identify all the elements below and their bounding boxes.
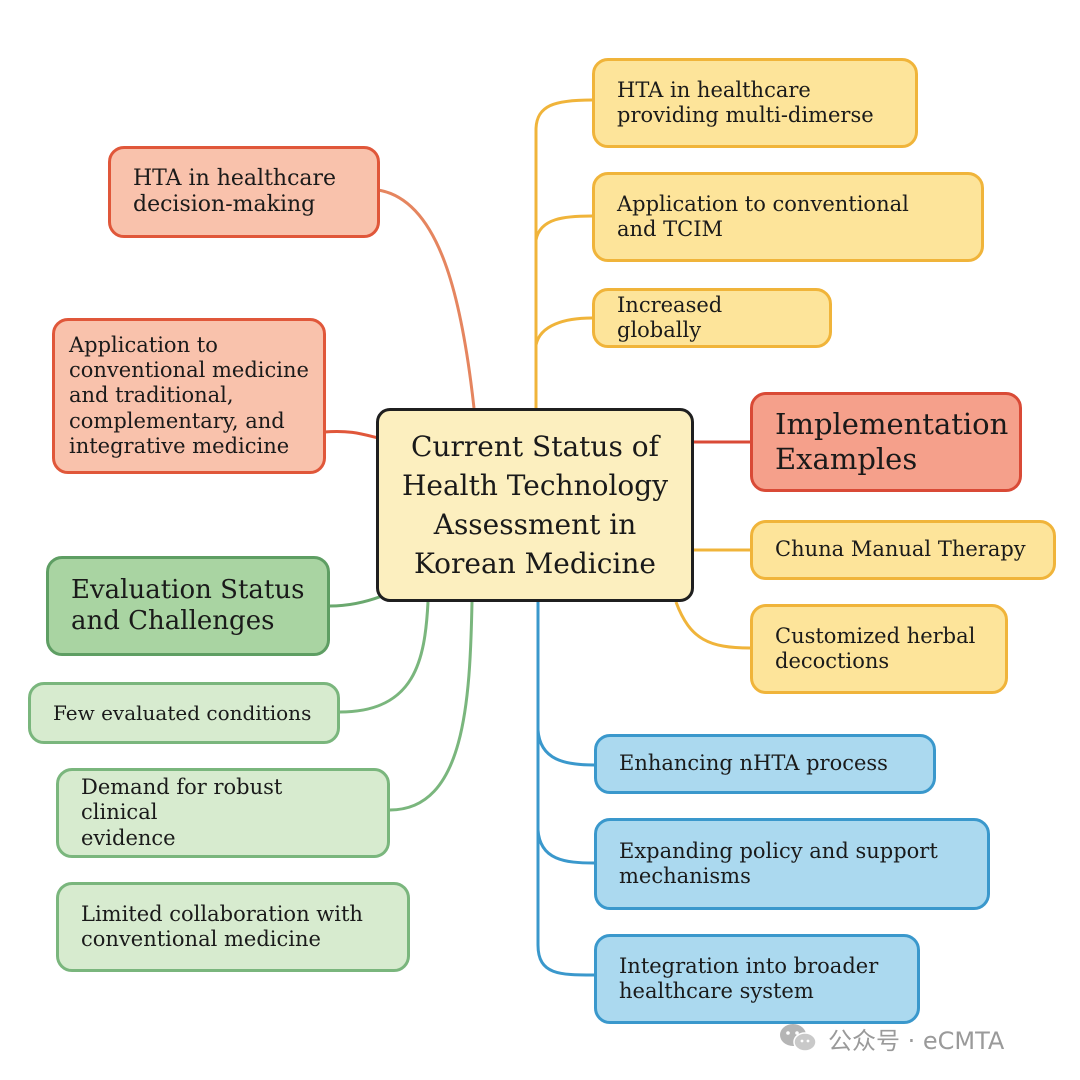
node-customized-herbal-decoctions: Customized herbal decoctions <box>750 604 1008 694</box>
node-enhancing-nhta: Enhancing nHTA process <box>594 734 936 794</box>
node-application-conventional-tcim: Application to conventional medicine and… <box>52 318 326 474</box>
node-implementation-examples: Implementation Examples <box>750 392 1022 492</box>
node-integration-healthcare: Integration into broader healthcare syst… <box>594 934 920 1024</box>
connector-blue-trunk <box>536 602 595 977</box>
connector-application-tcim <box>534 214 593 241</box>
node-hta-decision-making: HTA in healthcare decision-making <box>108 146 380 238</box>
connector-yellow-trunk <box>534 98 593 408</box>
connector-demand-evidence <box>389 601 474 812</box>
connector-application-conventional <box>323 430 379 440</box>
watermark-text: 公众号 · eCMTA <box>828 1026 1005 1055</box>
node-chuna-manual-therapy: Chuna Manual Therapy <box>750 520 1056 580</box>
watermark: 公众号 · eCMTA <box>778 1018 1004 1058</box>
node-evaluation-status-challenges: Evaluation Status and Challenges <box>46 556 330 656</box>
node-demand-clinical-evidence: Demand for robust clinical evidence <box>56 768 390 858</box>
connector-policy <box>536 829 595 865</box>
node-application-tcim: Application to conventional and TCIM <box>592 172 984 262</box>
central-topic: Current Status of Health Technology Asse… <box>376 408 694 602</box>
node-limited-collaboration: Limited collaboration with conventional … <box>56 882 410 972</box>
connector-herbal <box>674 601 751 650</box>
connector-evaluation <box>329 594 383 608</box>
wechat-icon <box>780 1024 817 1052</box>
node-hta-multi-dimerse: HTA in healthcare providing multi-dimers… <box>592 58 918 148</box>
connector-few-conditions <box>339 601 430 714</box>
node-expanding-policy: Expanding policy and support mechanisms <box>594 818 990 910</box>
central-topic-title: Current Status of Health Technology Asse… <box>401 429 669 581</box>
connector-increased-globally <box>534 316 593 346</box>
connector-nhta <box>536 729 595 767</box>
node-few-evaluated-conditions: Few evaluated conditions <box>28 682 340 744</box>
node-increased-globally: Increased globally <box>592 288 832 348</box>
connector-hta-decision <box>377 188 476 409</box>
